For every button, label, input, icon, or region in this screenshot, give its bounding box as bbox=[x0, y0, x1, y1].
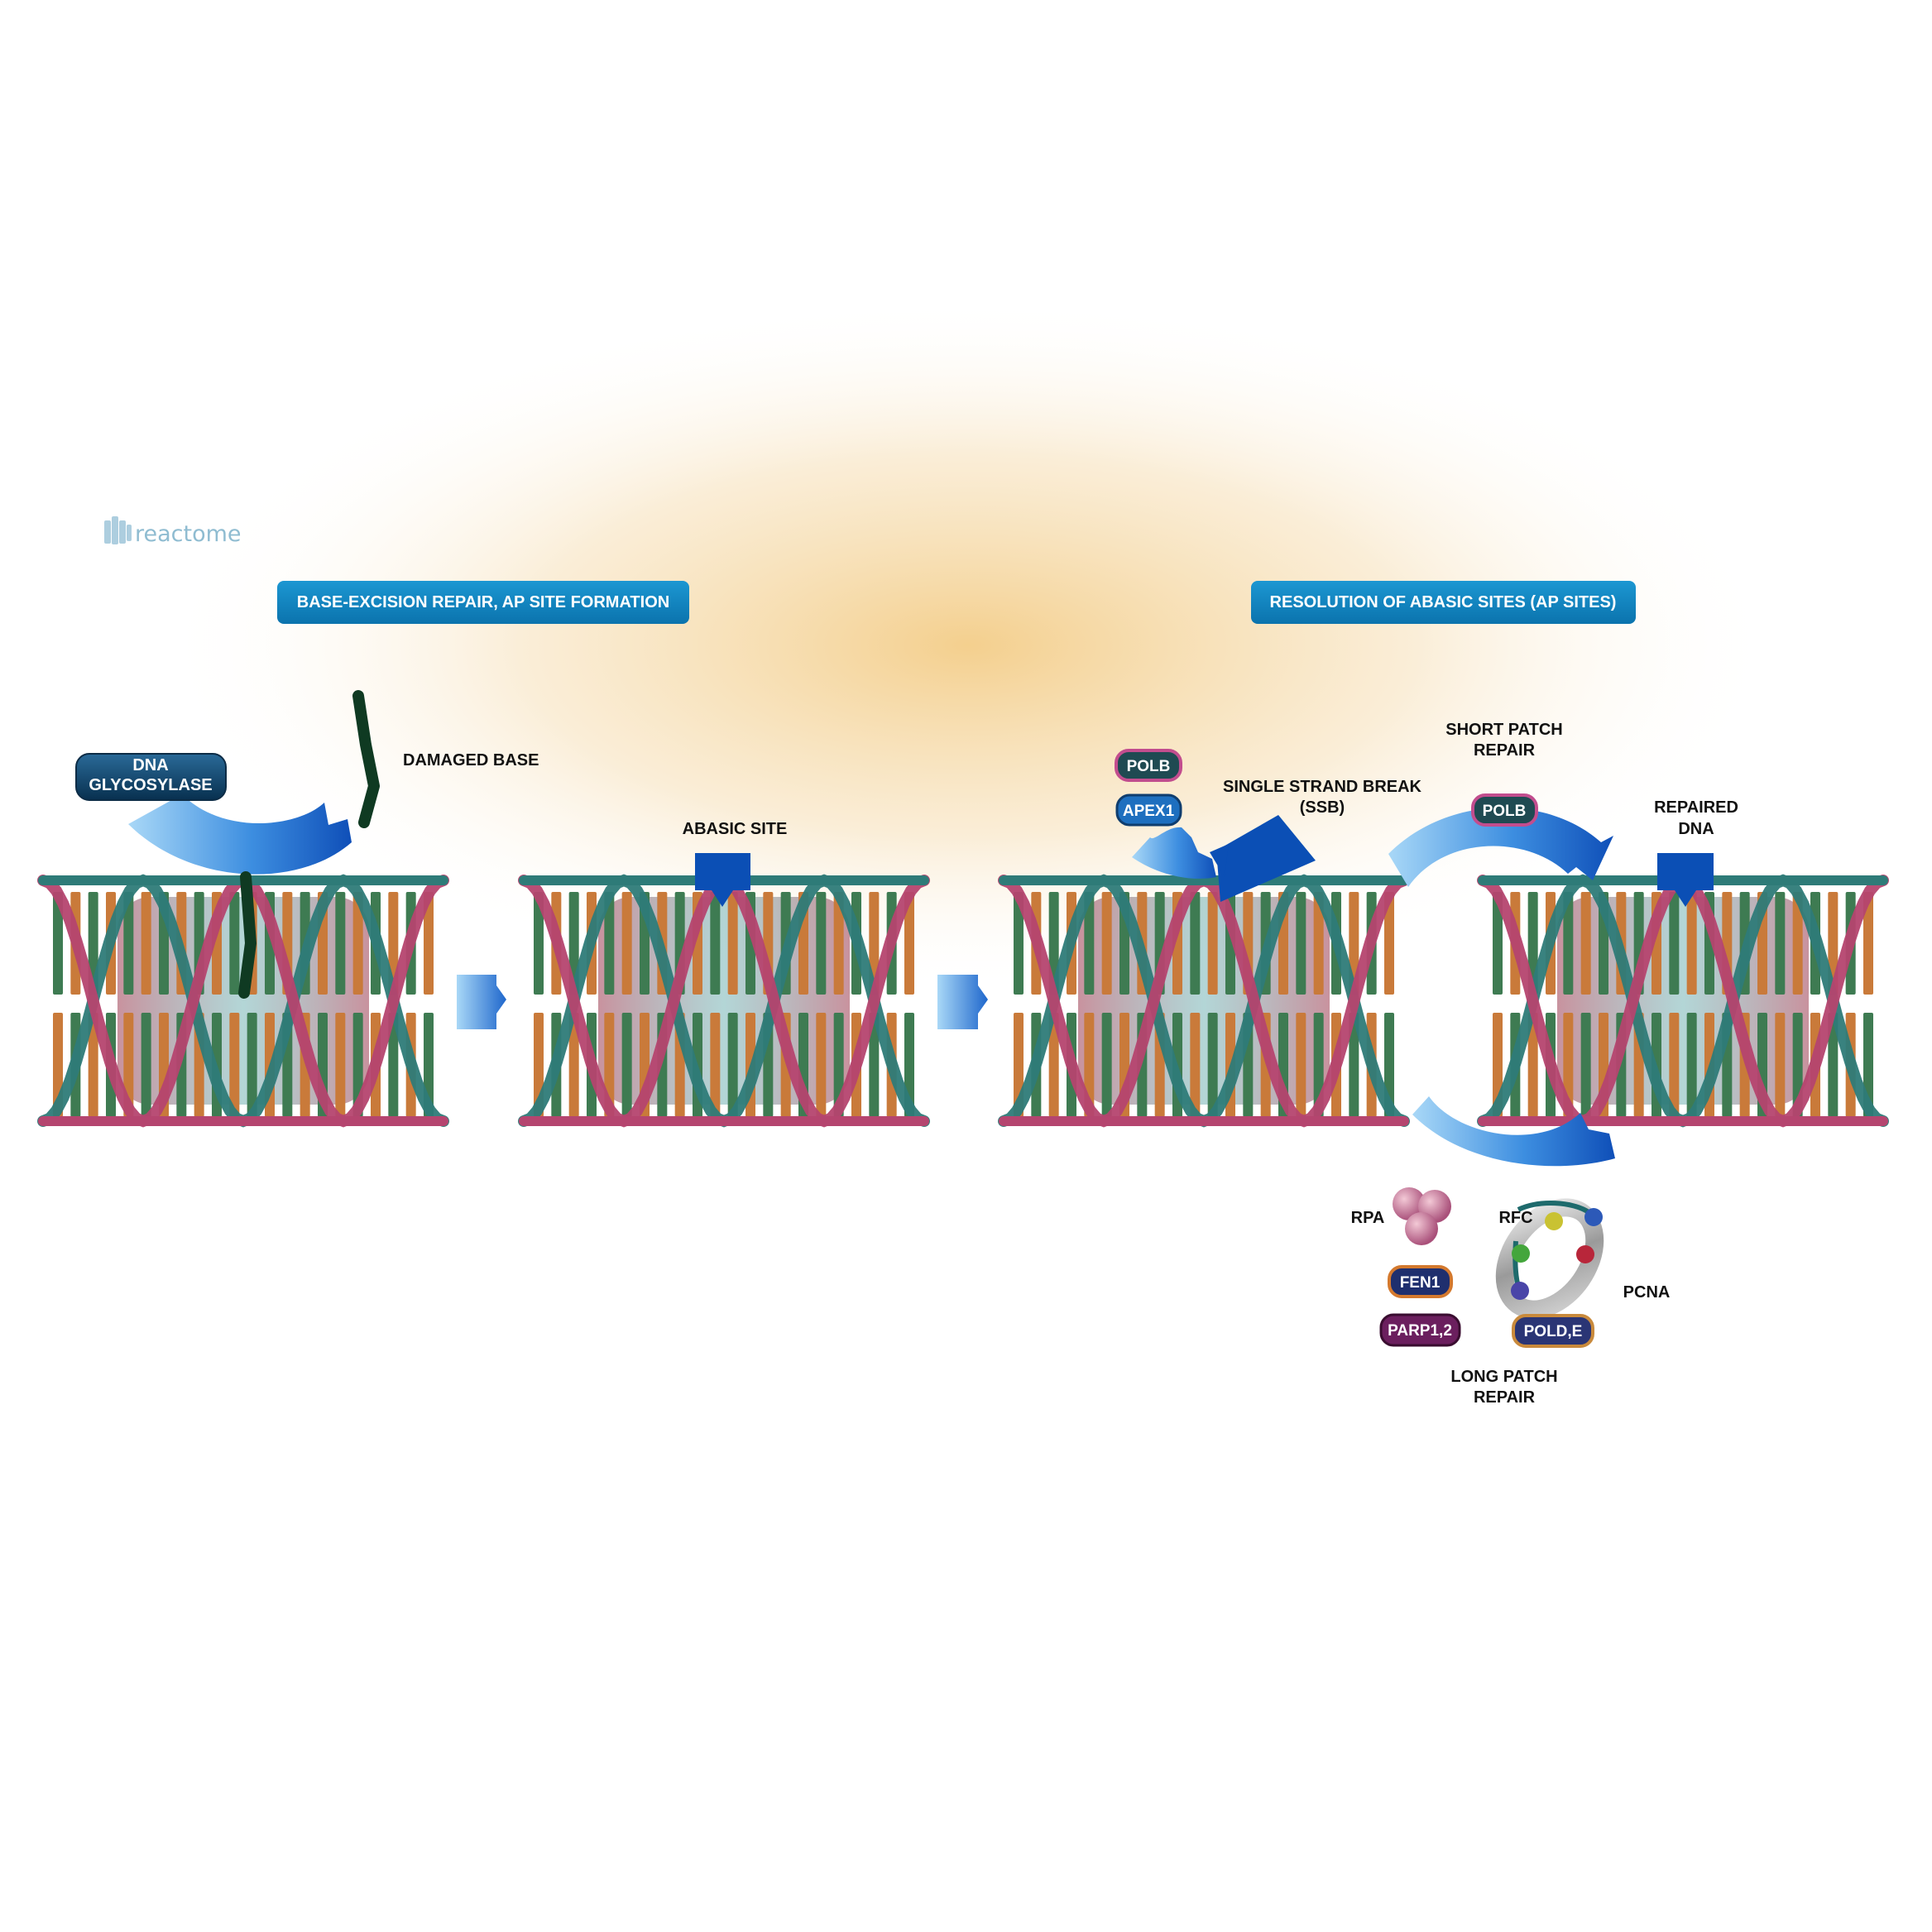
label-abasic-site: ABASIC SITE bbox=[683, 820, 788, 838]
single-strand-break-wedge bbox=[1210, 815, 1316, 902]
step-arrow-2 bbox=[937, 975, 988, 1029]
background-glow bbox=[157, 298, 1779, 993]
label-repaired-line1: REPAIRED bbox=[1654, 798, 1738, 817]
fen1-pill: FEN1 bbox=[1388, 1265, 1453, 1298]
label-rfc: RFC bbox=[1498, 1209, 1532, 1227]
svg-text:POLB: POLB bbox=[1127, 758, 1171, 775]
step-arrow-1 bbox=[457, 975, 506, 1029]
label-short-patch-line2: REPAIR bbox=[1474, 741, 1536, 760]
parp-pill: PARP1,2 bbox=[1379, 1313, 1461, 1347]
label-rpa: RPA bbox=[1351, 1209, 1385, 1227]
dna-glycosylase-pill: DNA GLYCOSYLASE bbox=[75, 753, 227, 801]
repaired-dna-marker bbox=[1657, 853, 1714, 907]
reactome-logo-icon bbox=[104, 516, 132, 544]
label-long-patch-line2: REPAIR bbox=[1474, 1388, 1536, 1407]
glycosylase-arrow bbox=[128, 794, 352, 875]
header-base-excision: BASE-EXCISION REPAIR, AP SITE FORMATION bbox=[277, 581, 689, 624]
polb-pill-top: POLB bbox=[1115, 749, 1182, 782]
label-pcna: PCNA bbox=[1623, 1283, 1671, 1302]
label-long-patch-line1: LONG PATCH bbox=[1450, 1368, 1557, 1386]
pold-pill: POLD,E bbox=[1512, 1314, 1594, 1348]
svg-text:DNA: DNA bbox=[132, 756, 168, 774]
svg-text:APEX1: APEX1 bbox=[1123, 803, 1175, 820]
apex1-arrow bbox=[1132, 827, 1216, 879]
label-ssb-line2: (SSB) bbox=[1300, 798, 1345, 817]
damaged-base bbox=[238, 690, 380, 999]
dna-helix-4 bbox=[1477, 874, 1889, 1128]
rpa-trimer bbox=[1393, 1187, 1451, 1245]
label-short-patch-line1: SHORT PATCH bbox=[1445, 721, 1562, 739]
reactome-logo: reactome bbox=[104, 516, 242, 547]
label-damaged-base: DAMAGED BASE bbox=[403, 751, 539, 769]
dna-helices bbox=[37, 874, 1889, 1128]
dna-helix-2 bbox=[518, 874, 930, 1128]
svg-text:BASE-EXCISION REPAIR, AP SITE: BASE-EXCISION REPAIR, AP SITE FORMATION bbox=[297, 593, 669, 611]
apex1-pill: APEX1 bbox=[1115, 793, 1182, 827]
label-ssb-line1: SINGLE STRAND BREAK bbox=[1223, 778, 1422, 796]
short-patch-arrow bbox=[1388, 808, 1613, 887]
svg-text:GLYCOSYLASE: GLYCOSYLASE bbox=[89, 776, 212, 794]
abasic-site-marker bbox=[695, 853, 750, 907]
polb-pill-short: POLB bbox=[1471, 793, 1538, 827]
label-repaired-line2: DNA bbox=[1678, 820, 1714, 838]
svg-text:FEN1: FEN1 bbox=[1400, 1274, 1441, 1292]
dna-helix-3 bbox=[998, 874, 1410, 1128]
svg-text:POLB: POLB bbox=[1483, 803, 1527, 820]
long-patch-arrow bbox=[1412, 1096, 1615, 1167]
dna-helix-1 bbox=[37, 874, 449, 1128]
svg-text:PARP1,2: PARP1,2 bbox=[1388, 1322, 1452, 1340]
svg-text:POLD,E: POLD,E bbox=[1524, 1323, 1583, 1340]
header-resolution-abasic: RESOLUTION OF ABASIC SITES (AP SITES) bbox=[1251, 581, 1636, 624]
rfc-complex bbox=[1511, 1208, 1603, 1300]
svg-text:RESOLUTION OF ABASIC SITES (AP: RESOLUTION OF ABASIC SITES (AP SITES) bbox=[1270, 593, 1617, 611]
reactome-logo-text: reactome bbox=[135, 521, 242, 547]
